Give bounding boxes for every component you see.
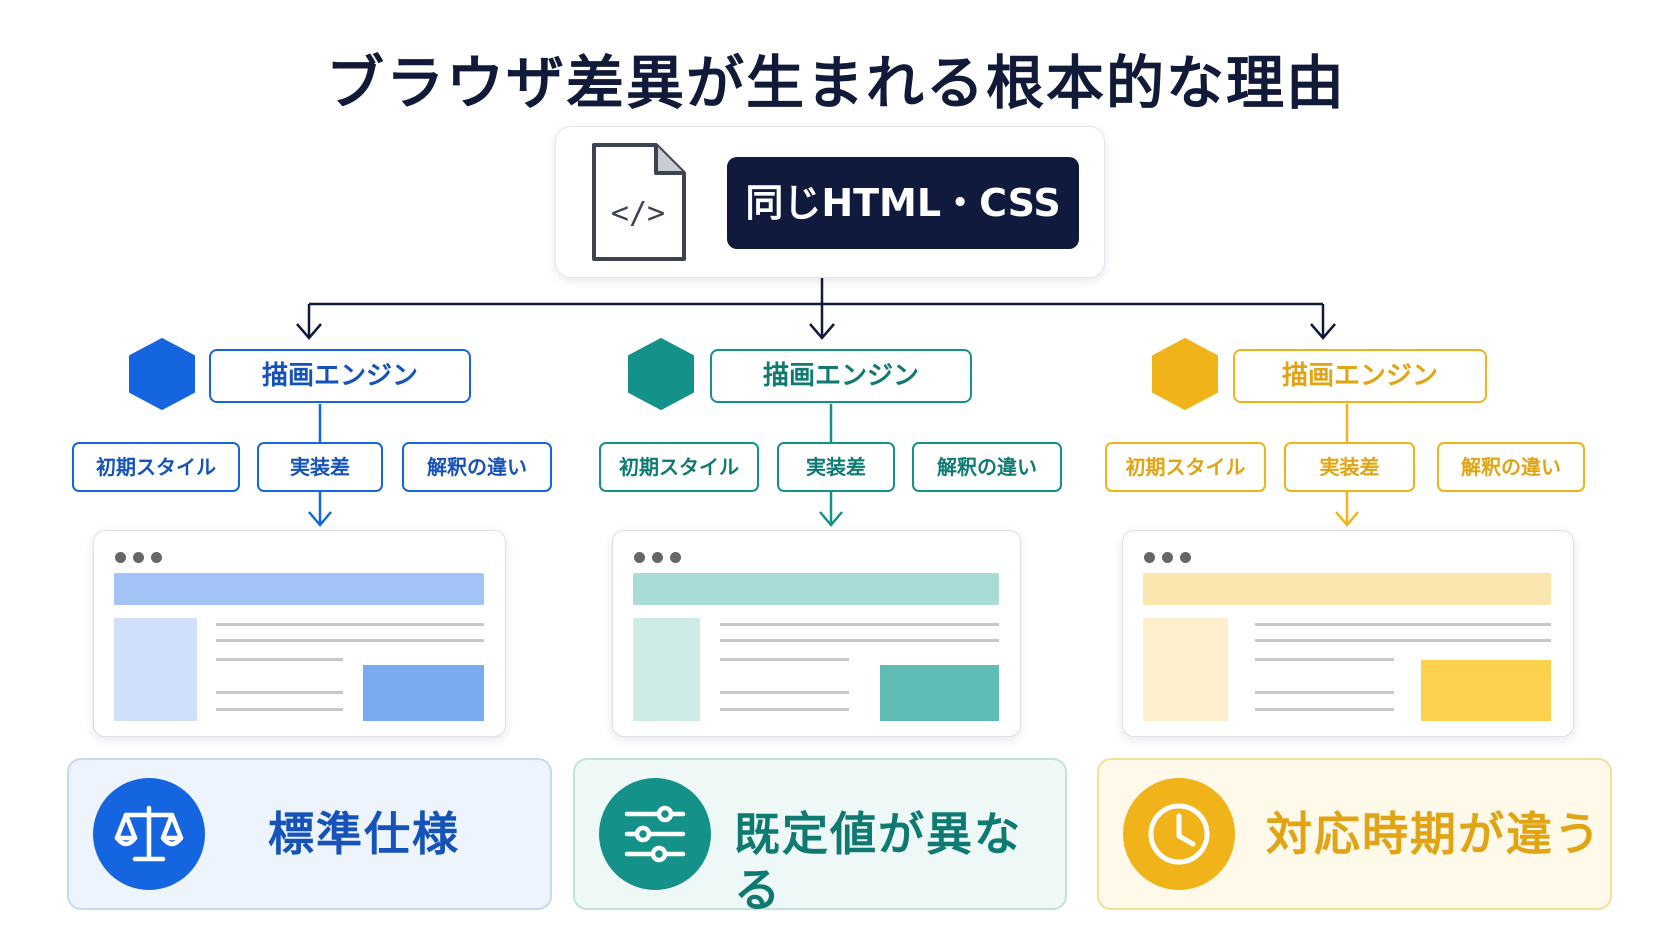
result-card-2: 既定値が異なる (573, 758, 1067, 917)
svg-text:</>: </> (611, 196, 665, 231)
mock-text-line (1255, 658, 1394, 661)
mock-text-line (1255, 623, 1551, 626)
mock-text-line (216, 623, 484, 626)
chip-implementation-1: 実装差 (257, 442, 383, 492)
browser-mockup-1 (93, 530, 506, 737)
sliders-icon (599, 778, 711, 890)
result-label-2: 既定値が異なる (734, 807, 1022, 917)
balance-scale-icon (93, 778, 205, 890)
window-dots (115, 548, 169, 567)
mock-text-line (720, 691, 849, 694)
page-title: ブラウザ差異が生まれる根本的な理由 (325, 49, 1346, 117)
chip-interpretation-1: 解釈の違い (402, 442, 552, 492)
mock-content-block (363, 665, 484, 721)
chip-initial-style-2: 初期スタイル (599, 442, 759, 492)
result-card-3: 対応時期が違う (1097, 758, 1612, 910)
chip-initial-style-3: 初期スタイル (1105, 442, 1266, 492)
mock-sidebar (114, 618, 197, 721)
source-label: 同じHTML・CSS (727, 157, 1079, 249)
result-label-3: 対応時期が違う (1266, 807, 1602, 861)
mock-text-line (720, 708, 849, 711)
mock-text-line (1255, 708, 1394, 711)
result-label-1: 標準仕様 (268, 807, 460, 861)
source-card: </> 同じHTML・CSS (555, 126, 1105, 278)
mock-header-bar (1143, 573, 1551, 605)
chip-interpretation-3: 解釈の違い (1437, 442, 1585, 492)
engine-hexagon-icon (628, 338, 694, 410)
code-file-icon: </> (592, 143, 686, 261)
window-dots (634, 548, 688, 567)
mock-text-line (216, 658, 343, 661)
mock-text-line (720, 639, 999, 642)
mock-text-line (216, 708, 343, 711)
mock-content-block (880, 665, 999, 721)
mock-header-bar (633, 573, 999, 605)
browser-mockup-2 (612, 530, 1021, 737)
mock-header-bar (114, 573, 484, 605)
chip-interpretation-2: 解釈の違い (912, 442, 1062, 492)
engine-hexagon-icon (129, 338, 195, 410)
mock-text-line (216, 691, 343, 694)
mock-text-line (1255, 639, 1551, 642)
mock-content-block (1421, 660, 1551, 721)
engine-label-2: 描画エンジン (710, 349, 972, 403)
result-card-1: 標準仕様 (67, 758, 552, 910)
mock-sidebar (1143, 618, 1228, 721)
mock-text-line (1255, 691, 1394, 694)
mock-sidebar (633, 618, 700, 721)
clock-icon (1123, 778, 1235, 890)
mock-text-line (720, 658, 849, 661)
engine-hexagon-icon (1152, 338, 1218, 410)
browser-mockup-3 (1122, 530, 1574, 737)
chip-initial-style-1: 初期スタイル (72, 442, 240, 492)
mock-text-line (720, 623, 999, 626)
chip-implementation-2: 実装差 (777, 442, 895, 492)
engine-label-1: 描画エンジン (209, 349, 471, 403)
engine-label-3: 描画エンジン (1233, 349, 1487, 403)
chip-implementation-3: 実装差 (1284, 442, 1415, 492)
window-dots (1144, 548, 1198, 567)
mock-text-line (216, 639, 484, 642)
